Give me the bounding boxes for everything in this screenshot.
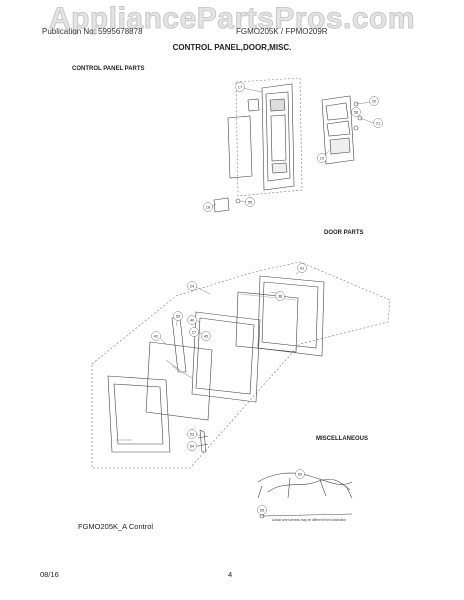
callout-circle [245,197,255,207]
control-panel-membrane [227,115,253,179]
callout-circle [187,315,197,325]
callout-label: 18 [206,205,211,210]
callout-circle [173,311,183,321]
callout-circle [235,82,245,92]
callout-label: 38 [278,294,283,299]
callout-label: 55 [248,200,253,205]
callout-label: 42 [154,334,159,339]
publication-number: Publication No: 5995678878 [42,27,143,36]
callout-label: 27 [192,330,197,335]
door-latch [199,429,207,453]
callout-circle [373,118,383,128]
callout-label: 24 [190,284,195,289]
wire-harness [257,472,353,485]
callout-circle [275,291,285,301]
control-panel-outline [235,77,303,197]
callout-circle [317,153,327,163]
callout-circle [369,96,379,106]
inner-door [191,311,261,403]
door-glass [235,291,299,353]
callout-circle [203,202,213,212]
control-panel-frame [261,83,295,191]
footer-date: 08/16 [40,570,59,579]
callout-label: 60 [298,472,303,477]
model-numbers: FGMO205K / FPMO209R [236,27,328,36]
callout-circle [351,107,361,117]
callout-circle [187,441,197,451]
page-number: 4 [228,570,233,579]
section-door-title: DOOR PARTS [324,230,364,236]
callout-label: 41 [300,266,305,271]
ground-wire [261,513,353,517]
callout-circle [257,505,267,515]
callout-label: 54 [190,444,195,449]
callout-label: 19 [320,156,325,161]
section-misc-title: MISCELLANEOUS [316,436,369,442]
callout-label: 56 [354,110,359,115]
callout-circle [187,281,197,291]
page-title: CONTROL PANEL,DOOR,MISC. [172,43,292,52]
door-front [107,375,171,453]
misc-note: Actual wire harness may be different fro… [272,518,346,522]
watermark: AppliancePartsPros.com [48,2,416,36]
callout-label: 45 [204,334,209,339]
small-part [213,197,230,213]
callout-label: 40 [190,318,195,323]
window-glass [145,341,213,421]
callout-circle [189,327,199,337]
callout-circle [151,331,161,341]
callout-circle [297,263,307,273]
callout-circle [201,331,211,341]
door-outline [91,261,391,469]
callout-label: 53 [190,432,195,437]
callout-circle [187,429,197,439]
control-board [321,95,355,165]
section-control-panel-title: CONTROL PANEL PARTS [72,66,145,72]
callout-label: 65 [260,508,265,513]
callout-label: 17 [238,85,243,90]
door-frame-outer [257,275,325,357]
diagram-caption: FGMO205K_A Control [78,522,154,531]
callout-label: 21 [376,121,381,126]
callout-circle [295,469,305,479]
callout-label: 59 [176,314,181,319]
callout-label: 20 [372,99,377,104]
